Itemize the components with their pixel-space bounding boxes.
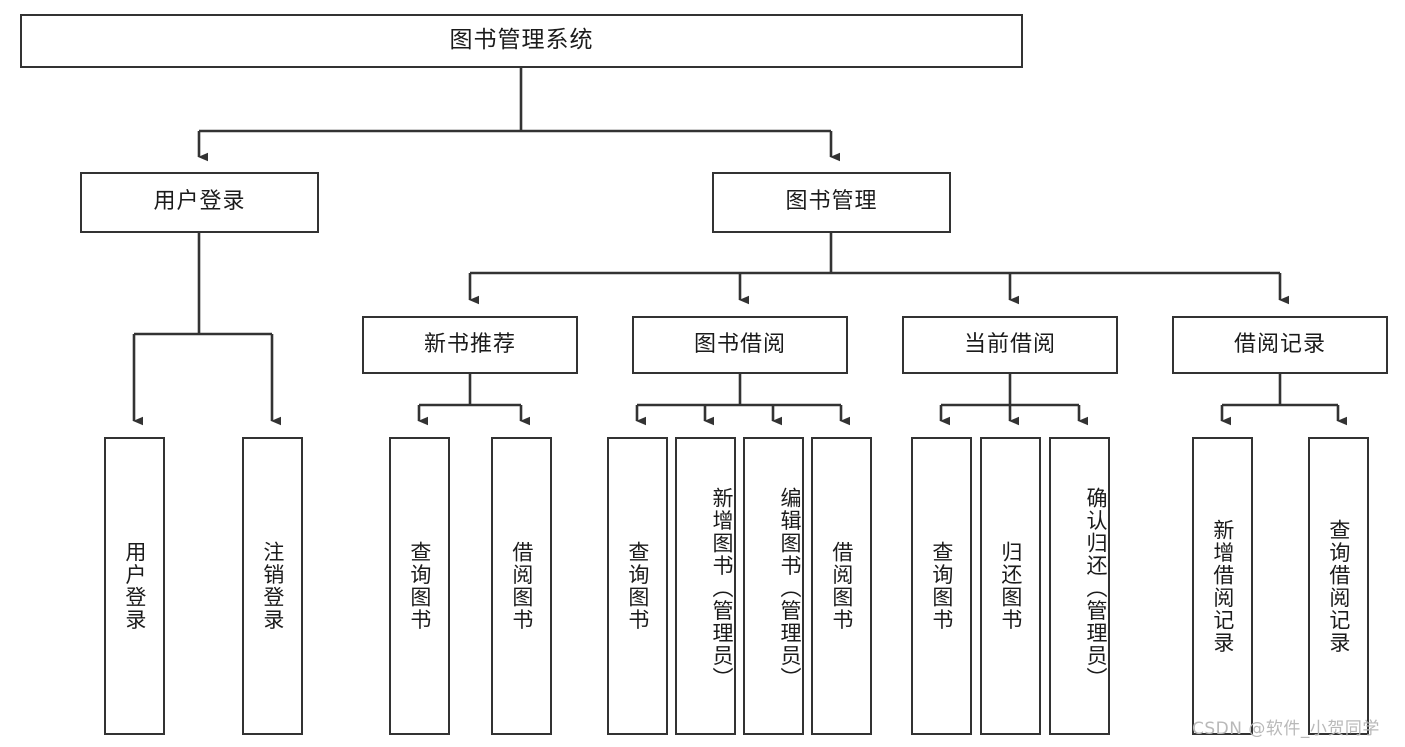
node-label: 注销登录: [260, 541, 285, 631]
node-label: 图书借阅: [693, 331, 786, 357]
node-label: 借阅图书: [829, 541, 854, 631]
node-user-login[interactable]: 用户登录: [80, 172, 319, 233]
node-leaf-logout[interactable]: 注销登录: [242, 437, 303, 735]
node-label: 新书推荐: [423, 331, 516, 357]
node-label: 借阅记录: [1233, 331, 1326, 357]
node-leaf-query-borrow-record[interactable]: 查询借阅记录: [1308, 437, 1369, 735]
node-label: 当前借阅: [963, 331, 1056, 357]
node-book-management[interactable]: 图书管理: [712, 172, 951, 233]
node-borrow-record[interactable]: 借阅记录: [1172, 316, 1388, 374]
node-label: 编辑图书（管理员）: [778, 486, 802, 690]
csdn-watermark: CSDN @软件_小贺同学: [1192, 719, 1380, 739]
node-root-book-management-system[interactable]: 图书管理系统: [20, 14, 1023, 68]
node-leaf-add-borrow-record[interactable]: 新增借阅记录: [1192, 437, 1253, 735]
node-current-borrow[interactable]: 当前借阅: [902, 316, 1118, 374]
node-label: 图书管理: [785, 189, 878, 215]
node-leaf-borrow-book-new[interactable]: 借阅图书: [491, 437, 552, 735]
node-leaf-query-book-new[interactable]: 查询图书: [389, 437, 450, 735]
node-label: 用户登录: [153, 189, 246, 215]
node-leaf-borrow-book[interactable]: 借阅图书: [811, 437, 872, 735]
node-label: 图书管理系统: [449, 27, 594, 54]
node-label: 新增图书（管理员）: [710, 486, 734, 690]
node-leaf-query-book-borrow[interactable]: 查询图书: [607, 437, 668, 735]
node-label: 确认归还（管理员）: [1084, 486, 1108, 690]
node-label: 归还图书: [998, 541, 1023, 631]
node-leaf-add-book-admin[interactable]: 新增图书（管理员）: [675, 437, 736, 735]
node-label: 查询借阅记录: [1326, 518, 1351, 654]
node-new-book-recommend[interactable]: 新书推荐: [362, 316, 578, 374]
node-book-borrow[interactable]: 图书借阅: [632, 316, 848, 374]
node-label: 查询图书: [929, 541, 954, 631]
node-leaf-confirm-return-admin[interactable]: 确认归还（管理员）: [1049, 437, 1110, 735]
node-label: 借阅图书: [509, 541, 534, 631]
node-leaf-return-book[interactable]: 归还图书: [980, 437, 1041, 735]
node-leaf-edit-book-admin[interactable]: 编辑图书（管理员）: [743, 437, 804, 735]
node-label: 新增借阅记录: [1210, 518, 1235, 654]
node-label: 用户登录: [122, 541, 147, 631]
node-label: 查询图书: [407, 541, 432, 631]
node-leaf-query-book-current[interactable]: 查询图书: [911, 437, 972, 735]
node-leaf-user-login[interactable]: 用户登录: [104, 437, 165, 735]
node-label: 查询图书: [625, 541, 650, 631]
